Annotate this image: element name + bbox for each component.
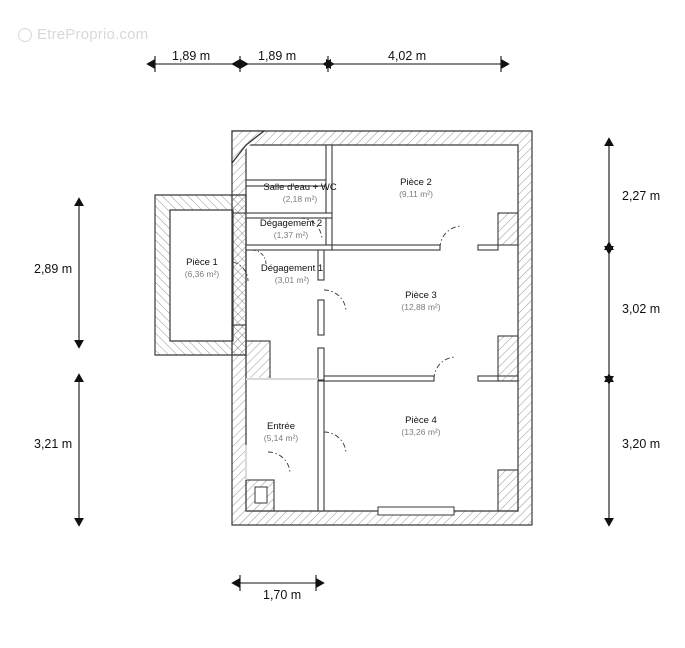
watermark-text: EtreProprio.com — [37, 26, 149, 43]
room-name: Pièce 1 — [186, 257, 218, 268]
dimension-right-1: 2,27 m — [622, 189, 661, 203]
dimension-left-2: 3,21 m — [34, 437, 73, 451]
slab-edges — [245, 378, 318, 480]
room-name: Dégagement 1 — [260, 263, 324, 274]
door-swings — [232, 217, 463, 475]
dimension-left-1: 2,89 m — [34, 262, 73, 276]
room-label-entree: Entrée (5,14 m²) — [248, 421, 314, 444]
room-area: (1,37 m²) — [273, 230, 309, 240]
room-name: Dégagement 2 — [259, 218, 323, 229]
room-area: (12,88 m²) — [401, 302, 441, 312]
room-label-piece-3: Pièce 3 (12,88 m²) — [376, 290, 466, 313]
watermark: EtreProprio.com — [18, 26, 148, 43]
room-name: Pièce 3 — [405, 290, 437, 301]
room-area: (13,26 m²) — [401, 427, 441, 437]
dimension-right-3: 3,20 m — [622, 437, 661, 451]
room-area: (6,36 m²) — [184, 269, 220, 279]
dimension-top-3: 4,02 m — [388, 49, 427, 63]
room-name: Pièce 4 — [405, 415, 437, 426]
copyright-icon — [18, 27, 32, 42]
dimension-top-1: 1,89 m — [172, 49, 211, 63]
walls — [154, 130, 533, 526]
room-name: Entrée — [267, 421, 295, 432]
room-label-degagement-2: Dégagement 2 (1,37 m²) — [245, 218, 337, 241]
room-label-piece-4: Pièce 4 (13,26 m²) — [376, 415, 466, 438]
dimension-lines-top — [146, 56, 510, 72]
room-label-salle-deau-wc: Salle d'eau + WC (2,18 m²) — [248, 182, 352, 205]
room-area: (5,14 m²) — [263, 433, 299, 443]
dimension-lines-bottom — [231, 575, 325, 591]
room-label-piece-2: Pièce 2 (9,11 m²) — [376, 177, 456, 200]
dimension-right-2: 3,02 m — [622, 302, 661, 316]
room-label-piece-1: Pièce 1 (6,36 m²) — [166, 257, 238, 280]
room-area: (9,11 m²) — [399, 189, 433, 199]
room-name: Pièce 2 — [400, 177, 432, 188]
room-area: (2,18 m²) — [282, 194, 318, 204]
dimension-top-2: 1,89 m — [258, 49, 297, 63]
room-label-degagement-1: Dégagement 1 (3,01 m²) — [244, 263, 340, 286]
dimension-bottom-1: 1,70 m — [263, 588, 302, 602]
room-area: (3,01 m²) — [274, 275, 310, 285]
room-name: Salle d'eau + WC — [263, 182, 337, 193]
